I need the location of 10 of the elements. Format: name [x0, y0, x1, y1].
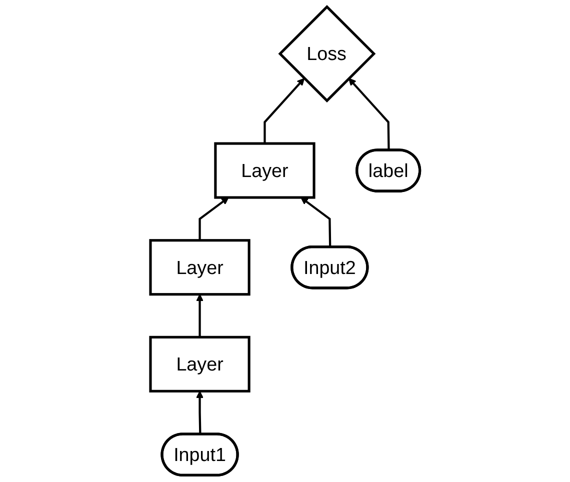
node-box: Layer: [214, 142, 316, 199]
node-box: Layer: [149, 336, 250, 392]
node-diamond: Loss: [278, 5, 376, 102]
arrow: [348, 78, 390, 150]
arrow: [300, 197, 332, 248]
arrow: [196, 294, 204, 338]
arrow: [264, 78, 304, 144]
arrow: [196, 390, 204, 434]
node-box: Layer: [149, 239, 250, 296]
arrow: [198, 197, 229, 240]
